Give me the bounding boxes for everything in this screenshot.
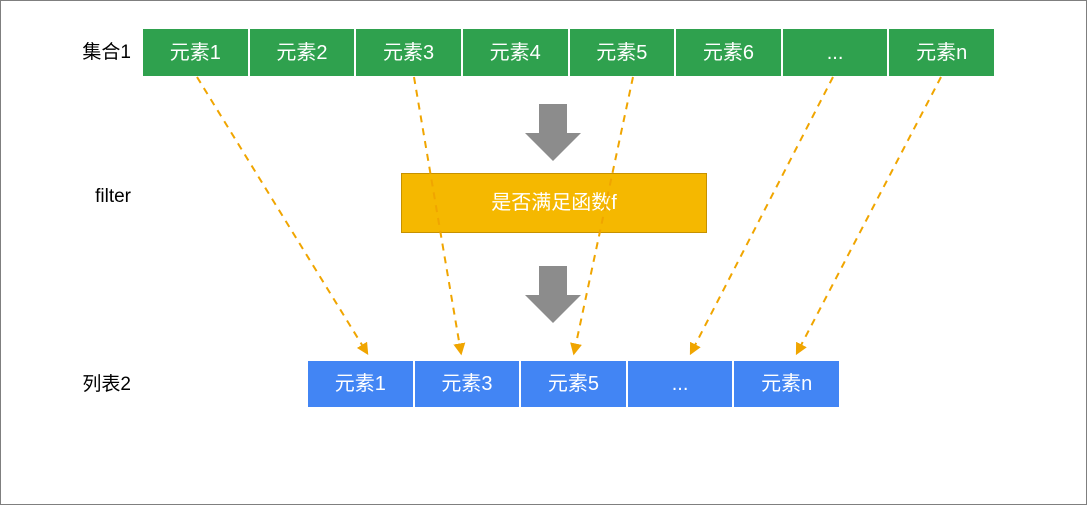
- list-row: 元素1 元素3 元素5 ... 元素n: [308, 361, 839, 407]
- list-cell-ellipsis[interactable]: ...: [628, 361, 735, 407]
- row-label-collection: 集合1: [82, 42, 131, 63]
- flow-arrow-down-to-filter: [525, 104, 581, 161]
- collection-cell[interactable]: 元素3: [356, 29, 463, 76]
- list-cell[interactable]: 元素3: [415, 361, 522, 407]
- collection-cell-ellipsis[interactable]: ...: [783, 29, 890, 76]
- flow-arrow-down-to-list: [525, 266, 581, 323]
- collection-cell[interactable]: 元素1: [143, 29, 250, 76]
- mapping-arrow-elementn: [795, 76, 942, 356]
- mapping-arrow-element1: [196, 76, 369, 356]
- collection-cell[interactable]: 元素5: [570, 29, 677, 76]
- collection-row: 元素1 元素2 元素3 元素4 元素5 元素6 ... 元素n: [143, 29, 994, 76]
- list-cell[interactable]: 元素1: [308, 361, 415, 407]
- filter-box-label: 是否满足函数f: [491, 192, 617, 214]
- collection-cell[interactable]: 元素4: [463, 29, 570, 76]
- collection-cell[interactable]: 元素2: [250, 29, 357, 76]
- collection-cell[interactable]: 元素n: [916, 41, 968, 64]
- row-label-list: 列表2: [82, 374, 131, 395]
- list-cell[interactable]: 元素n: [761, 373, 813, 395]
- list-cell[interactable]: 元素5: [521, 361, 628, 407]
- mapping-arrow-ellipsis: [689, 76, 834, 356]
- filter-box[interactable]: 是否满足函数f: [401, 173, 707, 233]
- row-label-filter: filter: [95, 186, 131, 207]
- collection-cell[interactable]: 元素6: [676, 29, 783, 76]
